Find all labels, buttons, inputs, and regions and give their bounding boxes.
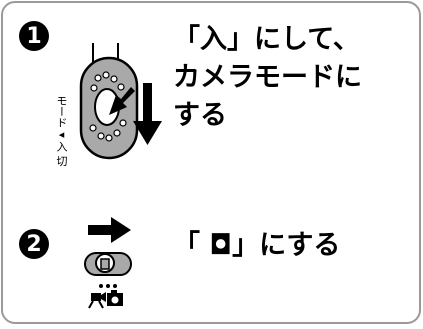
instruction-panel: 1 モード◂入 切 「入」にして、 カメラモードに する 2	[1, 1, 421, 324]
step-1-number: 1	[19, 21, 49, 51]
down-arrow-icon	[133, 83, 162, 145]
mode-switch-icon	[84, 252, 132, 288]
power-switch-icon	[79, 43, 139, 160]
right-arrow-icon	[88, 217, 131, 243]
mode-switch-label: モード◂入 切	[55, 95, 68, 167]
step-1-instruction: 「入」にして、 カメラモードに する	[173, 21, 362, 135]
photo-camera-icon	[107, 290, 123, 306]
press-arrow-icon	[109, 87, 135, 115]
step-2-instruction-line: 「 ◘」にする	[173, 230, 341, 261]
step-1-instruction-line: カメラモードに	[173, 62, 362, 93]
step-2-instruction: 「 ◘」にする	[173, 227, 340, 265]
step-1-instruction-line: する	[173, 100, 227, 131]
step-2-number: 2	[19, 229, 49, 259]
step-1-instruction-line: 「入」にして、	[173, 24, 360, 55]
video-camera-icon	[88, 292, 106, 309]
